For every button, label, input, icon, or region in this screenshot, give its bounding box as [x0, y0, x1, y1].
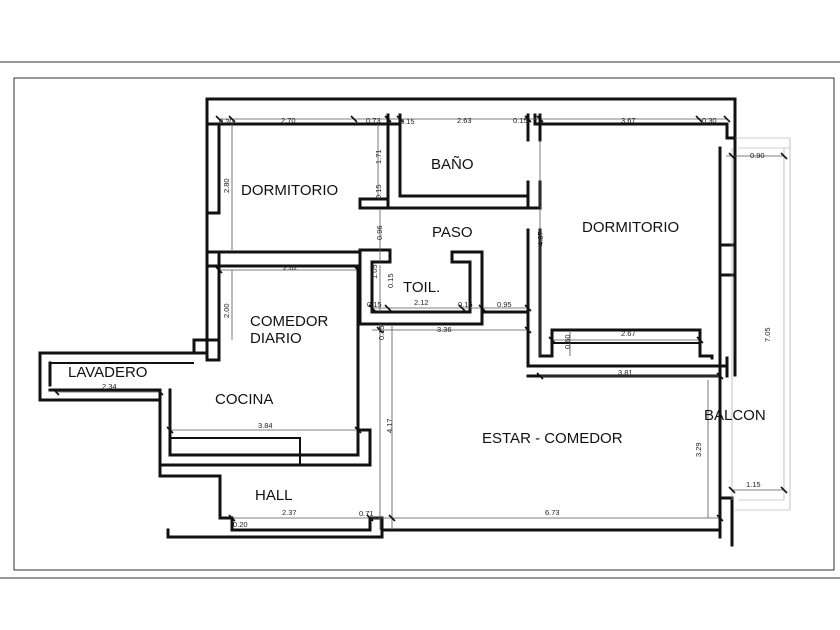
- room-label-bano: BAÑO: [431, 156, 474, 173]
- dim-label: 1.15: [746, 480, 761, 489]
- room-label-comedor-diario-2: DIARIO: [250, 330, 302, 347]
- dim-label: 0.15: [374, 184, 383, 199]
- room-label-cocina: COCINA: [215, 391, 273, 408]
- dim-label: 3.84: [258, 421, 273, 430]
- estar-right-lower: [718, 374, 734, 500]
- room-label-dormitorio-right: DORMITORIO: [582, 219, 679, 236]
- room-label-lavadero: LAVADERO: [68, 364, 147, 381]
- dim-label: 2.00: [222, 303, 231, 318]
- dim-label: 2.37: [282, 508, 297, 517]
- sheet-frame: [13, 77, 835, 571]
- top-wall-inner-right: [533, 113, 729, 140]
- dim-label: 0.60: [563, 334, 572, 349]
- dim-label: 0.15: [400, 117, 415, 126]
- dim-label: 3.81: [618, 368, 633, 377]
- dim-label: 1.71: [374, 149, 383, 164]
- dim-label: 3.29: [694, 442, 703, 457]
- cocina-walls: [158, 264, 372, 467]
- dormitorio-bottom-wall: [205, 250, 362, 268]
- dim-label: 2.63: [457, 116, 472, 125]
- dim-label: 0.15: [367, 300, 382, 309]
- comedor-left-wall: [192, 264, 221, 362]
- dim-label: 0.15: [386, 273, 395, 288]
- dim-label: 0.15: [377, 325, 386, 340]
- dim-label: 2.80: [222, 178, 231, 193]
- dim-label: 0.90: [750, 151, 765, 160]
- right-wall: [718, 136, 737, 378]
- dim-label: 2.67: [621, 329, 636, 338]
- room-label-estar-comedor: ESTAR - COMEDOR: [482, 430, 623, 447]
- dim-label: 4.87: [536, 231, 545, 246]
- room-label-toilet: TOIL.: [403, 279, 440, 296]
- left-wall-dormitorio: [205, 97, 221, 268]
- dim-label: 2.82: [283, 263, 298, 272]
- dimension-lines: [56, 118, 791, 530]
- dim-label: 0.20: [233, 520, 248, 529]
- room-label-paso: PASO: [432, 224, 473, 241]
- dim-label: 7.05: [763, 327, 772, 342]
- room-label-comedor-diario-1: COMEDOR: [250, 313, 329, 330]
- dim-label: 2.12: [414, 298, 429, 307]
- room-label-balcon: BALCON: [704, 407, 766, 424]
- dim-label: 0.15: [458, 300, 473, 309]
- bottom-wall: [166, 516, 722, 539]
- room-label-hall: HALL: [255, 487, 293, 504]
- hall-left-wall: [158, 463, 222, 520]
- paso-right-wall: [526, 228, 714, 368]
- dim-label: 0.73: [366, 116, 381, 125]
- dim-label: 0.30: [702, 116, 717, 125]
- dim-label: 6.73: [545, 508, 560, 517]
- dim-label: 0.96: [375, 225, 384, 240]
- toilet-walls: [358, 248, 484, 326]
- dim-label: 3.36: [437, 325, 452, 334]
- dim-label: 1.05: [370, 264, 379, 279]
- dim-label: 2.70: [281, 116, 296, 125]
- dim-label: 0.95: [497, 300, 512, 309]
- dim-label: 0.20: [219, 117, 234, 126]
- lavadero-walls: [38, 351, 196, 467]
- dim-label: 4.17: [385, 418, 394, 433]
- dimension-ticks: [52, 115, 788, 522]
- dim-label: 0.71: [359, 509, 374, 518]
- dim-label: 3.67: [621, 116, 636, 125]
- cocina-counter: [170, 437, 301, 465]
- dim-label: 2.34: [102, 382, 117, 391]
- dim-label: 0.15: [513, 116, 528, 125]
- room-label-dormitorio-left: DORMITORIO: [241, 182, 338, 199]
